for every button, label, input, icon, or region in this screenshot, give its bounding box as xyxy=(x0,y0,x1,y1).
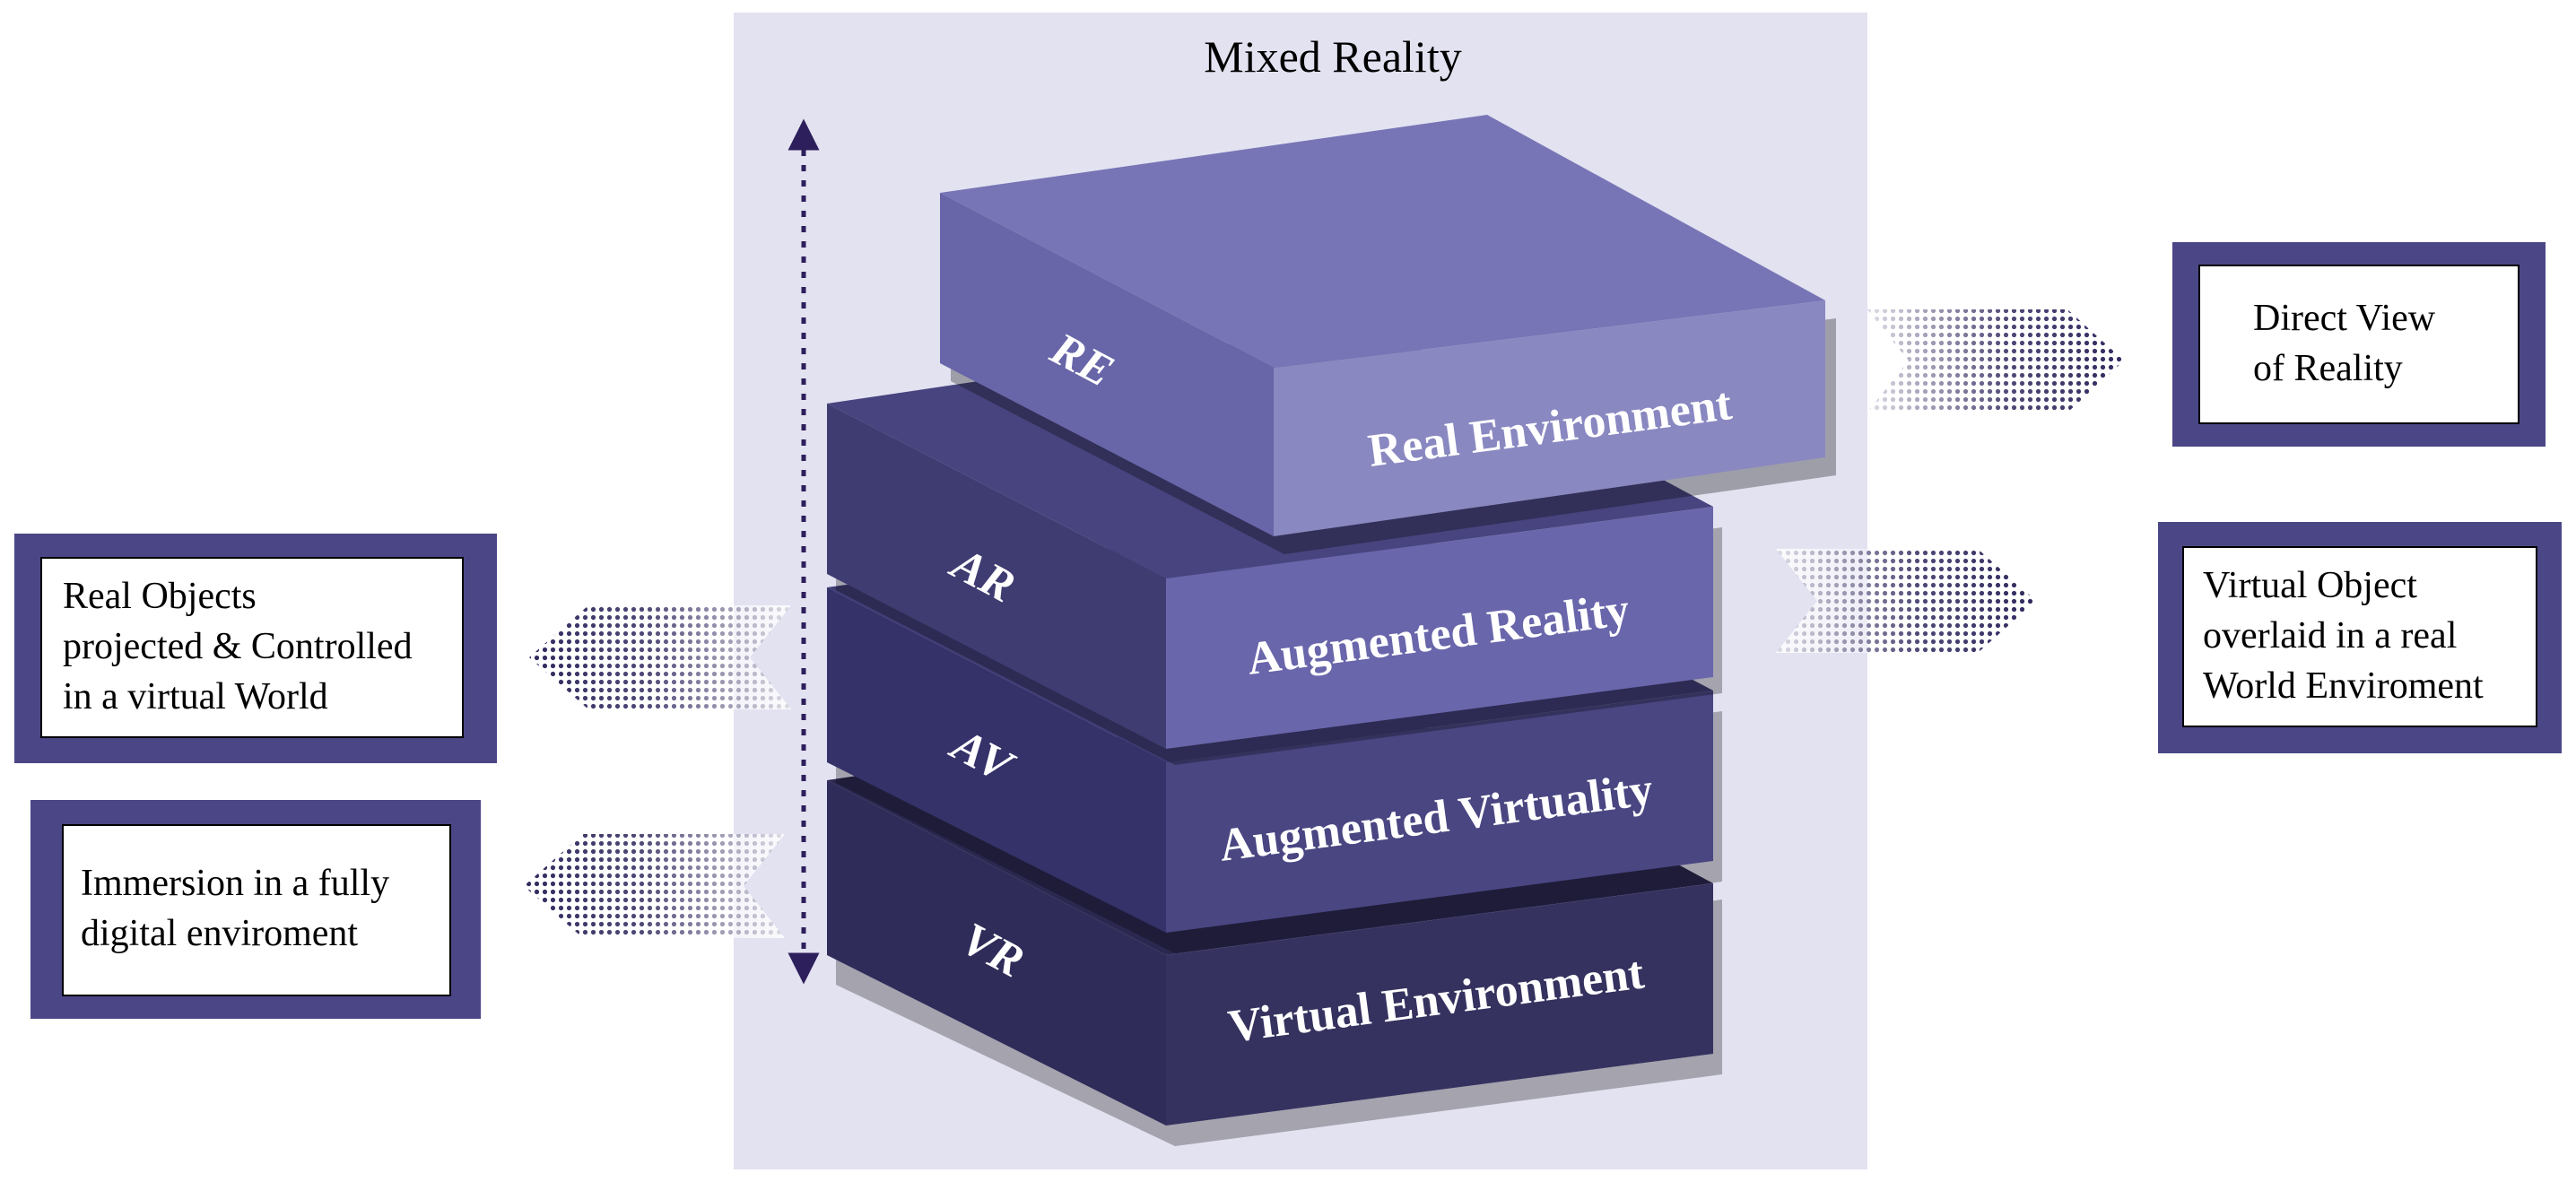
callout-text-line: Immersion in a fully xyxy=(81,863,389,904)
callout-text-line: digital enviroment xyxy=(81,913,358,954)
panel-title: Mixed Reality xyxy=(1204,31,1461,82)
av-left-face xyxy=(827,587,1166,933)
arrow-to-direct-view xyxy=(1867,309,2124,413)
callout-direct-view: Direct View of Reality xyxy=(2172,242,2546,447)
arrow-to-immersion xyxy=(524,834,785,938)
callout-text-line: Real Objects xyxy=(63,576,257,617)
callout-immersion: Immersion in a fully digital enviroment xyxy=(30,800,481,1019)
callout-inner xyxy=(40,557,464,738)
callout-text-line: World Enviroment xyxy=(2203,665,2484,707)
arrow-fade-overlay xyxy=(524,834,785,938)
callout-text-line: overlaid in a real xyxy=(2203,615,2457,656)
panel-bottom-notch xyxy=(1166,1162,1229,1169)
arrow-fade-overlay xyxy=(529,605,791,709)
callout-inner xyxy=(2182,546,2537,727)
callout-text-line: projected & Controlled xyxy=(63,626,413,667)
ar-front-face xyxy=(1166,507,1713,749)
ar-left-face xyxy=(827,404,1166,749)
callout-text-line: Virtual Object xyxy=(2203,565,2417,606)
callout-text-line: Direct View xyxy=(2253,298,2436,339)
re-front-face xyxy=(1274,300,1825,536)
vr-front-face xyxy=(1166,883,1713,1126)
arrow-fade-overlay xyxy=(1867,309,2124,413)
re-left-face xyxy=(940,193,1274,536)
vr-left-face xyxy=(827,780,1166,1126)
callout-text-line: of Reality xyxy=(2253,348,2403,389)
callout-inner xyxy=(62,824,451,996)
re-top-face xyxy=(940,115,1825,368)
arrow-fade-overlay xyxy=(1776,549,2036,653)
re-layer: RE Real Environment xyxy=(940,115,1836,554)
arrow-to-real-objects xyxy=(529,605,791,709)
callout-inner xyxy=(2198,265,2519,424)
callout-text-line: in a virtual World xyxy=(63,676,328,717)
av-front-face xyxy=(1166,691,1713,933)
arrow-to-virtual-object xyxy=(1776,549,2036,653)
callout-real-objects: Real Objects projected & Controlled in a… xyxy=(14,534,497,763)
callout-virtual-object: Virtual Object overlaid in a real World … xyxy=(2158,522,2562,753)
